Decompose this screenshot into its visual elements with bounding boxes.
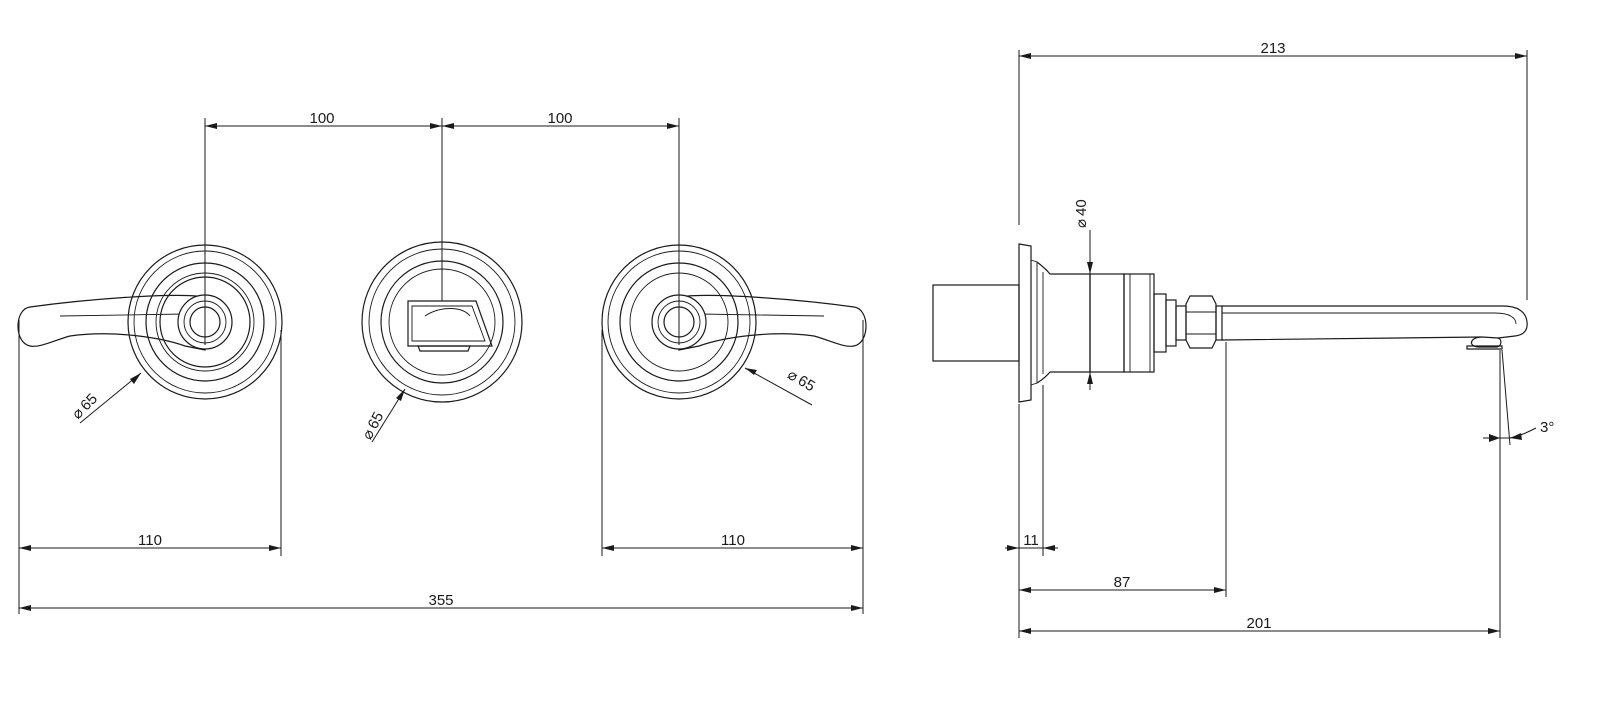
dim-label-dia-center: 65 xyxy=(365,409,388,432)
diameter-callout-center: ⌀ 65 xyxy=(359,388,406,442)
spout xyxy=(1221,305,1528,341)
dim-label-dia-right: 65 xyxy=(795,372,818,395)
diameter-callout-left: ⌀ 65 xyxy=(69,372,142,424)
dim-label-left-width: 110 xyxy=(138,532,162,549)
body-diameter-dimension: ⌀ 40 xyxy=(1073,199,1093,390)
overall-width-dimension: 355 xyxy=(19,592,863,611)
left-lever-handle xyxy=(17,244,283,400)
diameter-callout-right: ⌀ 65 xyxy=(744,366,818,406)
dim-label-spacing-right: 100 xyxy=(547,110,572,127)
spout-angle-dimension: 3° xyxy=(1483,419,1554,442)
outlet-offset-dimension: 87 xyxy=(1019,574,1226,593)
spout-reach-dimension: 201 xyxy=(1019,615,1500,634)
spacing-dimension-left: 100 xyxy=(205,110,442,129)
left-width-dimension: 110 xyxy=(19,532,281,551)
wall-plate xyxy=(1018,243,1032,403)
right-width-dimension: 110 xyxy=(602,532,863,551)
valve-body xyxy=(1089,273,1125,373)
spacing-dimension-right: 100 xyxy=(442,110,679,129)
dim-label-flange-thickness: 11 xyxy=(1023,532,1039,549)
right-lever-handle xyxy=(601,244,867,400)
dim-label-outlet-offset: 87 xyxy=(1114,574,1131,591)
front-view: 100 100 110 110 xyxy=(17,110,867,614)
dim-label-spout-angle: 3° xyxy=(1540,419,1554,436)
rear-body xyxy=(932,284,1020,362)
diameter-symbol-body: ⌀ xyxy=(1073,219,1090,228)
dim-label-overall-width: 355 xyxy=(428,592,453,609)
dim-label-spacing-left: 100 xyxy=(309,110,334,127)
hex-nut xyxy=(1185,295,1217,349)
dim-label-overall-depth: 213 xyxy=(1260,40,1285,57)
flange-thickness-dimension: 11 xyxy=(1005,532,1058,551)
dim-label-spout-reach: 201 xyxy=(1246,615,1271,632)
dim-label-right-width: 110 xyxy=(721,532,745,549)
dim-label-body-dia: 40 xyxy=(1073,199,1090,216)
side-view: 213 ⌀ 40 11 87 xyxy=(932,40,1554,638)
overall-depth-dimension: 213 xyxy=(1019,40,1527,59)
